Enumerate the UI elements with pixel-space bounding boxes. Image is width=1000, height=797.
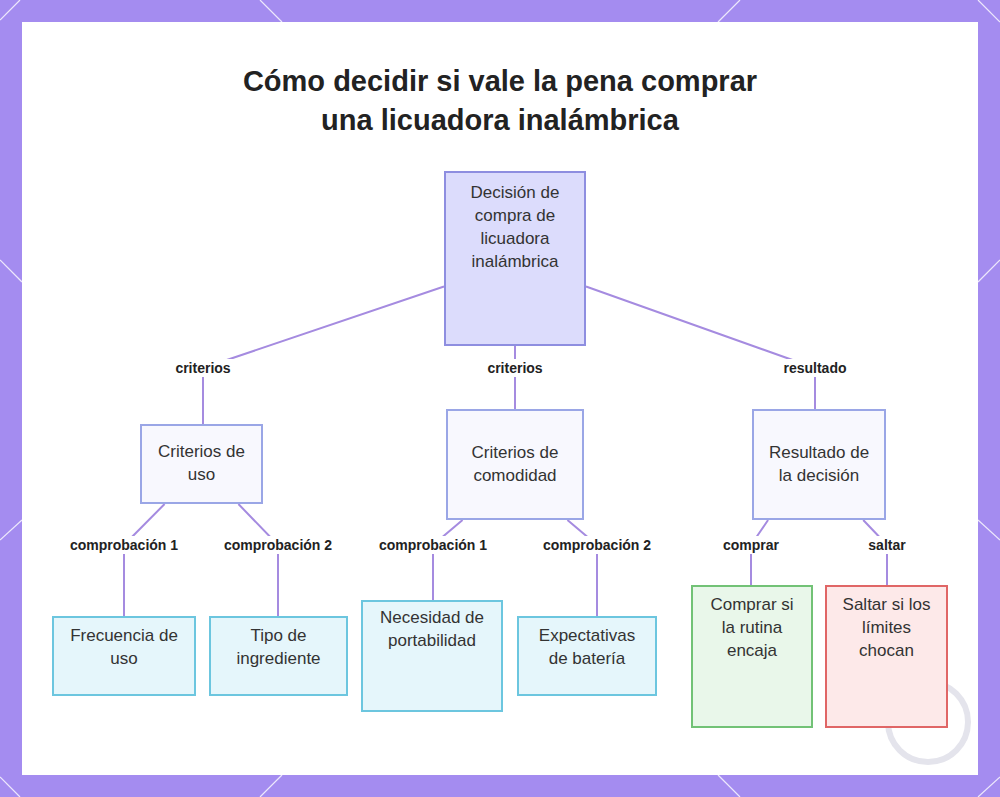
node-text: Resultado de la decisión — [764, 441, 874, 487]
process-box: Frecuencia de uso — [52, 616, 196, 696]
process-box: Tipo de ingrediente — [209, 616, 348, 696]
process-box: Resultado de la decisión — [752, 409, 886, 520]
edge-label: comprobación 1 — [66, 536, 182, 554]
edge-label: comprar — [719, 536, 783, 554]
connector-line — [203, 287, 444, 425]
process-box: Saltar si los límites chocan — [825, 585, 948, 728]
node-text: Criterios de comodidad — [458, 441, 572, 487]
process-box: Expectativas de batería — [517, 616, 657, 696]
connector-line — [514, 346, 516, 409]
connector-line — [586, 287, 815, 410]
node-text: Saltar si los límites chocan — [837, 593, 936, 662]
connector-line — [567, 520, 597, 616]
connector-line — [433, 520, 463, 600]
process-box: Necesidad de portabilidad — [361, 600, 503, 712]
process-box: Comprar si la rutina encaja — [691, 585, 813, 728]
node-text: Expectativas de batería — [529, 624, 645, 670]
edge-label: saltar — [864, 536, 909, 554]
process-box: Criterios de comodidad — [446, 409, 584, 520]
node-text: Comprar si la rutina encaja — [703, 593, 801, 662]
edge-label: comprobación 1 — [375, 536, 491, 554]
process-box: Decisión de compra de licuadora inalámbr… — [444, 171, 586, 346]
connector-line — [238, 504, 278, 616]
process-box: Criterios de uso — [140, 424, 263, 504]
edge-label: criterios — [171, 359, 234, 377]
connector-line — [124, 504, 165, 616]
node-text: Criterios de uso — [152, 440, 251, 486]
diagram-title: Cómo decidir si vale la pena comprar una… — [215, 62, 785, 140]
node-text: Decisión de compra de licuadora inalámbr… — [456, 181, 574, 273]
edge-label: resultado — [779, 359, 850, 377]
edge-label: criterios — [483, 359, 546, 377]
node-text: Frecuencia de uso — [64, 624, 184, 670]
node-text: Tipo de ingrediente — [221, 624, 336, 670]
node-text: Necesidad de portabilidad — [373, 606, 491, 652]
edge-label: comprobación 2 — [539, 536, 655, 554]
white-panel — [22, 22, 978, 775]
edge-label: comprobación 2 — [220, 536, 336, 554]
